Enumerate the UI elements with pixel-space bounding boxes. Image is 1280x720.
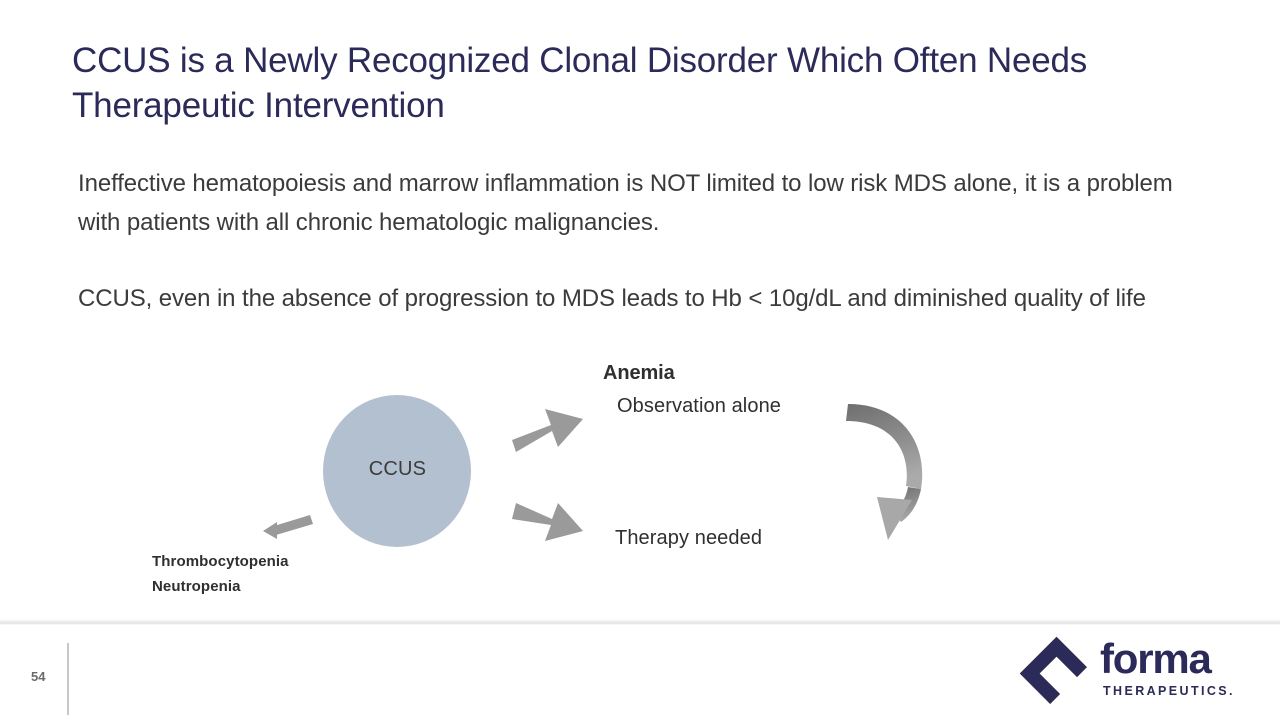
label-therapy-needed: Therapy needed [615,527,763,549]
label-observation-alone: Observation alone [617,395,782,417]
body-paragraph-2: CCUS, even in the absence of progression… [78,285,1146,312]
body-text-block: Ineffective hematopoiesis and marrow inf… [78,164,1198,318]
footer-vertical-divider [67,643,69,715]
ccus-node-label: CCUS [368,458,427,480]
label-anemia: Anemia [603,362,675,384]
curved-feedback-arrow [846,404,923,540]
label-neutropenia: Neutropenia [152,578,241,595]
forma-logo-mark-icon [1012,634,1094,706]
page-title: CCUS is a Newly Recognized Clonal Disord… [72,41,1088,125]
arrow-to-cytopenias [263,515,313,539]
forma-therapeutics-logo: forma THERAPEUTICS. [1012,634,1233,706]
arrow-to-observation [512,409,583,452]
label-thrombocytopenia: Thrombocytopenia [152,553,289,570]
logo-wordmark: forma [1100,635,1212,682]
arrow-to-therapy [512,503,583,541]
footer-divider-rule [0,619,1280,625]
body-paragraph-1: Ineffective hematopoiesis and marrow inf… [78,170,1173,236]
logo-tagline: THERAPEUTICS. [1103,684,1235,698]
page-number: 54 [31,669,46,684]
